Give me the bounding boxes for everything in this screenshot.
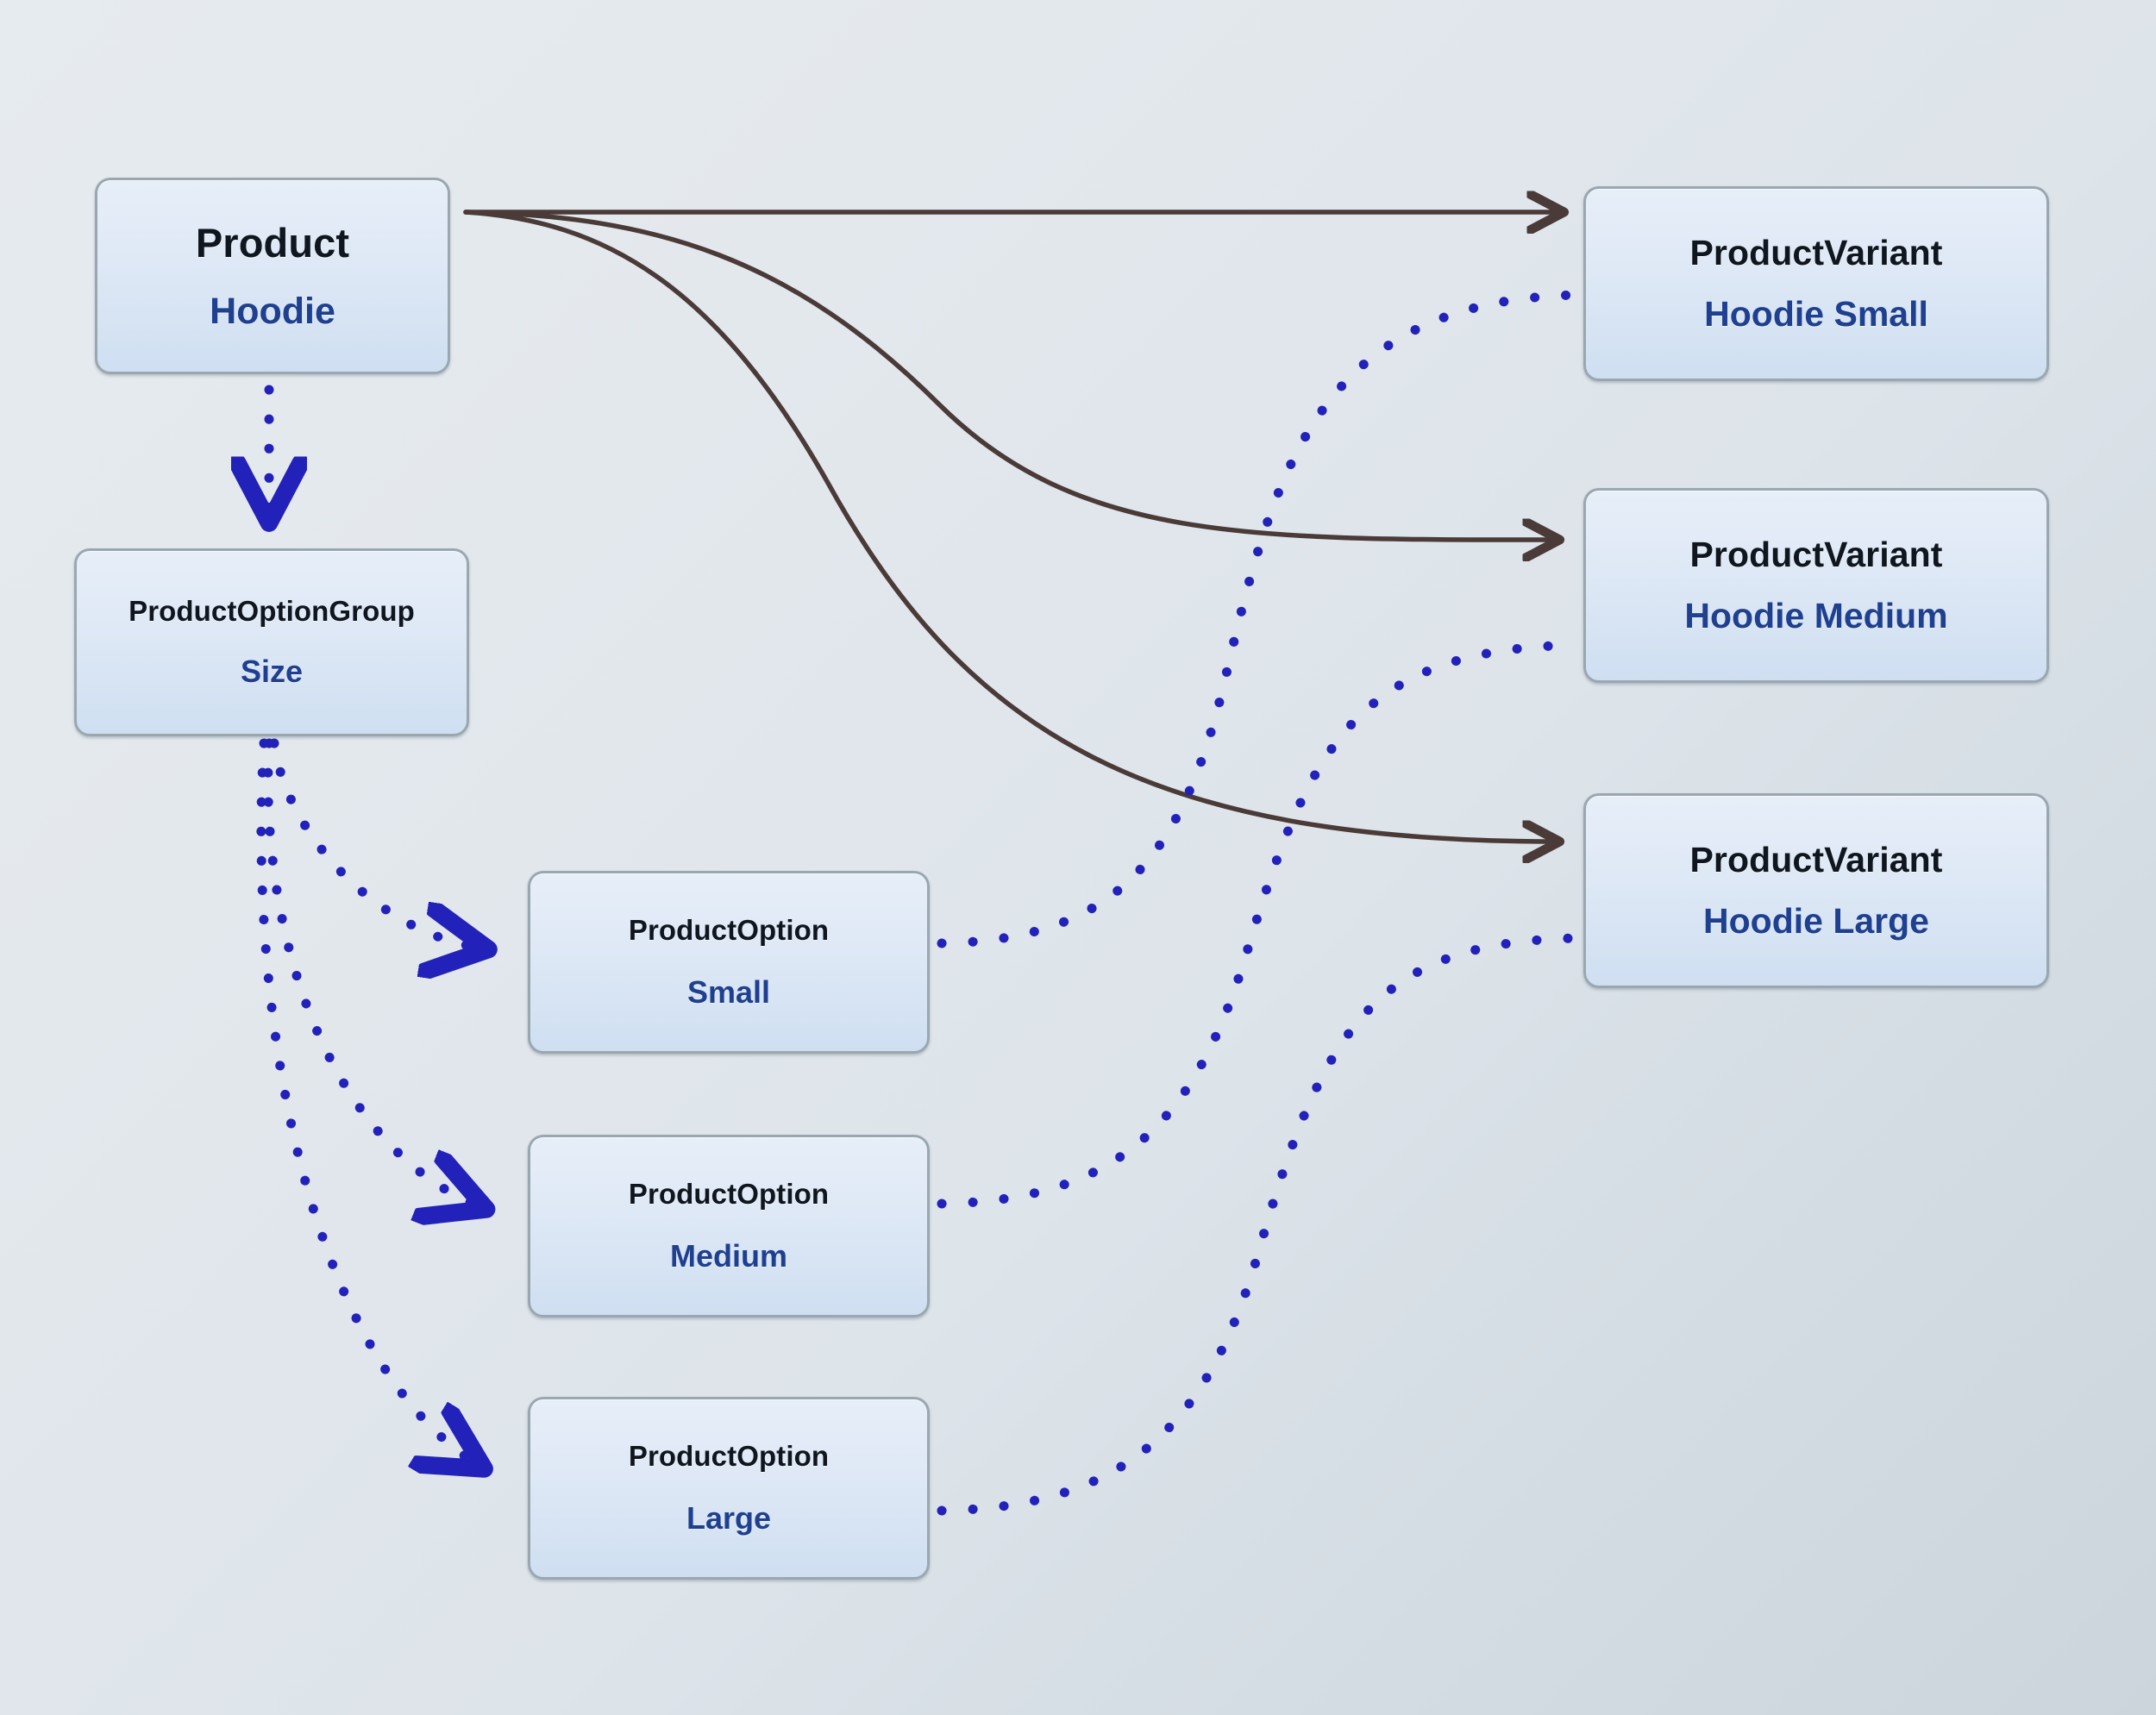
node-product-option-large-type: ProductOption [628,1440,830,1472]
node-product-option-large[interactable]: ProductOption Large [528,1397,930,1580]
edge-product-to-variants [463,210,1561,842]
node-product-option-medium-name: Medium [669,1238,787,1274]
node-product-option-small-name: Small [686,974,771,1010]
edge-option-large-to-variant-large [937,933,1583,1516]
node-product-variant-hoodie-medium[interactable]: ProductVariant Hoodie Medium [1583,488,2049,683]
node-product-option-group-type: ProductOptionGroup [128,595,415,627]
node-product-type: Product [195,220,350,266]
node-product-variant-hoodie-small[interactable]: ProductVariant Hoodie Small [1583,186,2049,381]
node-product-variant-hoodie-medium-name: Hoodie Medium [1684,596,1948,635]
node-product[interactable]: Product Hoodie [95,178,450,374]
edge-option-small-to-variant-small [937,290,1583,948]
edge-product-to-variant-large [463,210,1557,842]
edge-product-to-variant-medium [463,210,1557,540]
node-product-variant-hoodie-large-name: Hoodie Large [1703,901,1929,941]
node-product-variant-hoodie-small-type: ProductVariant [1689,233,1943,272]
node-product-option-group-name: Size [240,654,304,689]
edge-option-medium-to-variant-medium [937,640,1583,1209]
node-product-option-large-name: Large [686,1500,772,1536]
node-product-option-medium-type: ProductOption [628,1178,830,1210]
node-product-variant-hoodie-medium-type: ProductVariant [1689,535,1943,574]
edge-group-to-option-small [269,738,483,948]
node-product-variant-hoodie-small-name: Hoodie Small [1704,294,1928,334]
edge-group-to-option-large [256,738,479,1466]
edge-option-group-to-options [256,738,483,1466]
node-product-variant-hoodie-large-type: ProductVariant [1689,840,1943,879]
edge-options-to-variants [937,290,1583,1516]
node-product-option-small[interactable]: ProductOption Small [528,871,930,1054]
node-product-option-small-type: ProductOption [628,914,830,946]
edge-group-to-option-medium [263,738,481,1207]
node-product-option-group[interactable]: ProductOptionGroup Size [74,548,469,736]
node-product-name: Hoodie [210,291,335,332]
node-product-option-medium[interactable]: ProductOption Medium [528,1135,930,1318]
node-product-variant-hoodie-large[interactable]: ProductVariant Hoodie Large [1583,793,2049,988]
